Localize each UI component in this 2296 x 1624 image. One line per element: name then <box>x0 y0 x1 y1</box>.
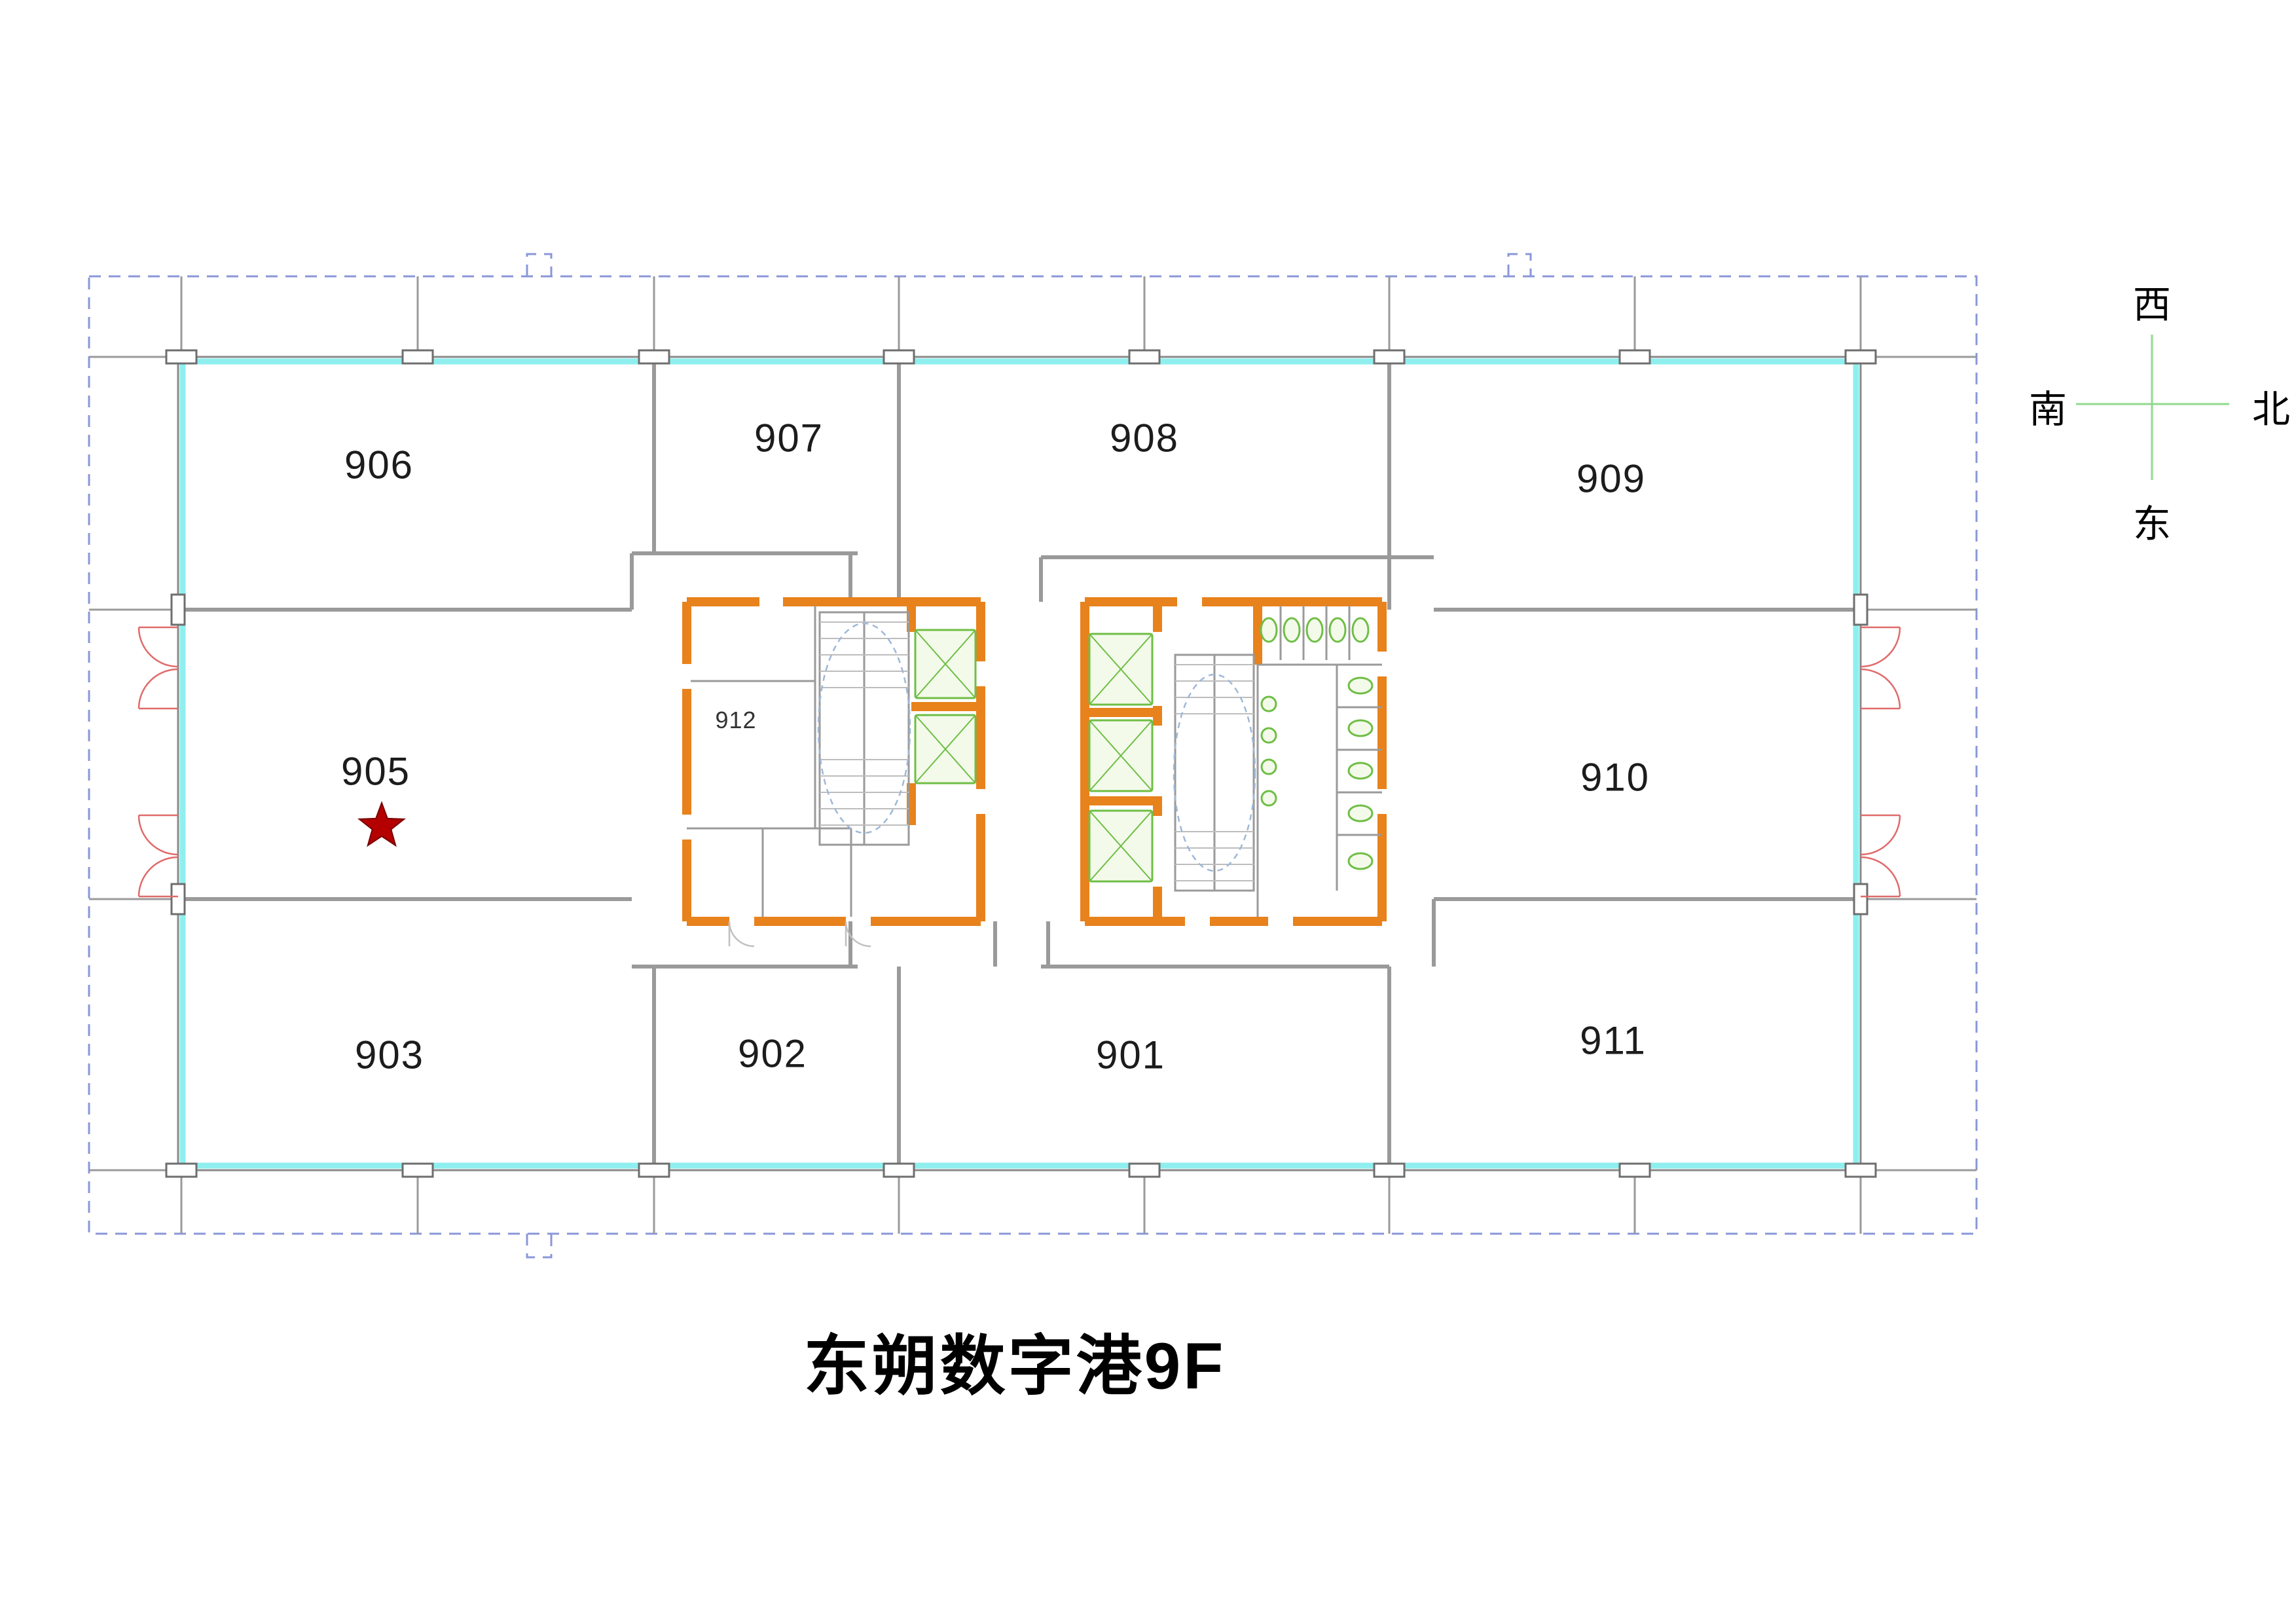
structural-columns <box>165 349 1877 1178</box>
compass-label-east: 东 <box>2132 503 2172 545</box>
room-label-902: 902 <box>737 1031 808 1076</box>
left-core-door-arcs <box>728 921 871 948</box>
room-label-905: 905 <box>340 749 411 794</box>
right-stair-ellipse <box>1173 673 1256 872</box>
compass-label-south: 南 <box>2028 388 2068 431</box>
room-label-909: 909 <box>1576 456 1647 501</box>
right-core-gray-walls <box>1174 606 1382 917</box>
room-label-901: 901 <box>1095 1033 1166 1077</box>
left-stair-ellipse <box>817 622 911 834</box>
exterior-wall <box>177 356 1862 1172</box>
room-label-910: 910 <box>1580 755 1650 800</box>
compass-label-west: 西 <box>2132 284 2172 326</box>
outer-boundary <box>88 253 1978 1259</box>
page-title: 东朔数字港9F <box>803 1329 1226 1403</box>
room-label-911: 911 <box>1580 1018 1647 1063</box>
room-label-903: 903 <box>354 1033 425 1077</box>
compass-label-north: 北 <box>2251 388 2291 431</box>
room-label-908: 908 <box>1109 416 1180 460</box>
left-core <box>682 597 985 948</box>
compass-cross <box>2076 335 2229 480</box>
left-core-orange-walls <box>682 597 985 926</box>
star-marker <box>357 801 406 847</box>
wall-stubs <box>89 276 1977 1234</box>
right-core-orange-walls <box>1080 597 1387 926</box>
toilet-fixtures <box>1260 617 1374 870</box>
left-core-elevators <box>914 629 977 784</box>
room-label-907: 907 <box>754 416 824 460</box>
room-label-912: 912 <box>715 707 757 733</box>
interior-walls <box>181 357 1861 1170</box>
left-core-gray-walls <box>687 606 910 917</box>
room-label-906: 906 <box>344 443 414 487</box>
curtain-wall <box>179 358 1859 1169</box>
right-core <box>1080 597 1387 926</box>
right-core-elevators <box>1088 633 1154 883</box>
exterior-door-arcs <box>137 626 1901 898</box>
